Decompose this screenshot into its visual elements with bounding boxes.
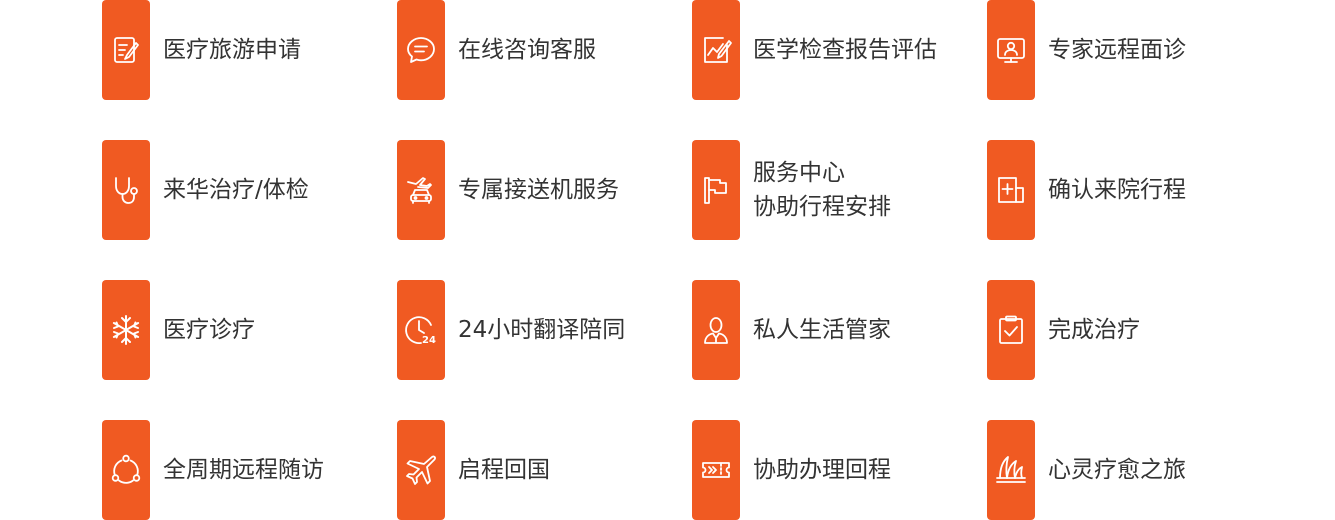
video-consult-icon xyxy=(997,38,1025,63)
service-card-icon-tab xyxy=(102,420,150,520)
service-card-label: 服务中心 协助行程安排 xyxy=(753,160,891,220)
service-card-personal-butler[interactable]: 私人生活管家 xyxy=(692,280,972,380)
service-card-icon-tab xyxy=(692,140,740,240)
service-card-remote-followup[interactable]: 全周期远程随访 xyxy=(102,420,382,520)
service-card-label: 确认来院行程 xyxy=(1048,177,1186,203)
service-card-icon-tab xyxy=(102,140,150,240)
svg-text:24: 24 xyxy=(422,335,436,346)
service-card-healing-journey[interactable]: 心灵疗愈之旅 xyxy=(987,420,1267,520)
chat-bubble-icon xyxy=(407,37,435,63)
service-card-label: 医学检查报告评估 xyxy=(753,37,937,63)
service-card-label: 医疗诊疗 xyxy=(163,317,255,343)
service-card-icon-tab xyxy=(692,420,740,520)
service-card-icon-tab xyxy=(692,0,740,100)
airplane-icon xyxy=(406,455,436,485)
service-card-24h-interpreter[interactable]: 24 24小时翻译陪同 xyxy=(397,280,677,380)
ticket-icon xyxy=(702,462,730,478)
service-card-label: 启程回国 xyxy=(458,457,550,483)
service-card-label: 医疗旅游申请 xyxy=(163,37,301,63)
cycle-followup-icon xyxy=(111,454,141,484)
service-card-label: 专家远程面诊 xyxy=(1048,37,1186,63)
stethoscope-icon xyxy=(115,177,138,204)
service-card-icon-tab xyxy=(102,280,150,380)
service-card-remote-consultation[interactable]: 专家远程面诊 xyxy=(987,0,1267,100)
edit-document-icon xyxy=(114,37,139,63)
service-card-medical-treatment[interactable]: 医疗诊疗 xyxy=(102,280,382,380)
hospital-cross-icon xyxy=(998,177,1024,203)
service-card-return-arrangement[interactable]: 协助办理回程 xyxy=(692,420,972,520)
service-card-confirm-hospital-itinerary[interactable]: 确认来院行程 xyxy=(987,140,1267,240)
clock-24-icon: 24 xyxy=(405,316,436,346)
report-chart-icon xyxy=(704,37,732,63)
service-card-icon-tab xyxy=(987,420,1035,520)
service-card-icon-tab xyxy=(987,280,1035,380)
service-card-label: 完成治疗 xyxy=(1048,317,1140,343)
service-card-airport-transfer[interactable]: 专属接送机服务 xyxy=(397,140,677,240)
service-card-label: 24小时翻译陪同 xyxy=(458,317,626,343)
service-card-report-evaluation[interactable]: 医学检查报告评估 xyxy=(692,0,972,100)
service-card-medical-travel-application[interactable]: 医疗旅游申请 xyxy=(102,0,382,100)
personal-assistant-icon xyxy=(704,317,728,344)
service-card-treatment-checkup[interactable]: 来华治疗/体检 xyxy=(102,140,382,240)
service-card-icon-tab: 24 xyxy=(397,280,445,380)
service-card-label: 心灵疗愈之旅 xyxy=(1048,457,1186,483)
service-card-label: 私人生活管家 xyxy=(753,317,891,343)
snowflake-icon xyxy=(112,315,140,345)
service-card-label: 协助办理回程 xyxy=(753,457,891,483)
service-card-service-center[interactable]: 服务中心 协助行程安排 xyxy=(692,140,972,240)
service-card-icon-tab xyxy=(987,140,1035,240)
service-card-icon-tab xyxy=(987,0,1035,100)
service-card-icon-tab xyxy=(397,0,445,100)
service-card-complete-treatment[interactable]: 完成治疗 xyxy=(987,280,1267,380)
service-card-icon-tab xyxy=(102,0,150,100)
clipboard-check-icon xyxy=(999,315,1023,344)
service-card-label: 全周期远程随访 xyxy=(163,457,324,483)
flag-icon xyxy=(704,177,727,204)
service-card-icon-tab xyxy=(692,280,740,380)
service-card-icon-tab xyxy=(397,140,445,240)
service-card-return-home[interactable]: 启程回国 xyxy=(397,420,677,520)
opera-house-icon xyxy=(996,456,1026,483)
service-card-label: 在线咨询客服 xyxy=(458,37,596,63)
service-card-icon-tab xyxy=(397,420,445,520)
airport-transfer-icon xyxy=(407,177,432,204)
service-card-label: 专属接送机服务 xyxy=(458,177,619,203)
service-card-label: 来华治疗/体检 xyxy=(163,177,309,203)
service-card-online-consult[interactable]: 在线咨询客服 xyxy=(397,0,677,100)
